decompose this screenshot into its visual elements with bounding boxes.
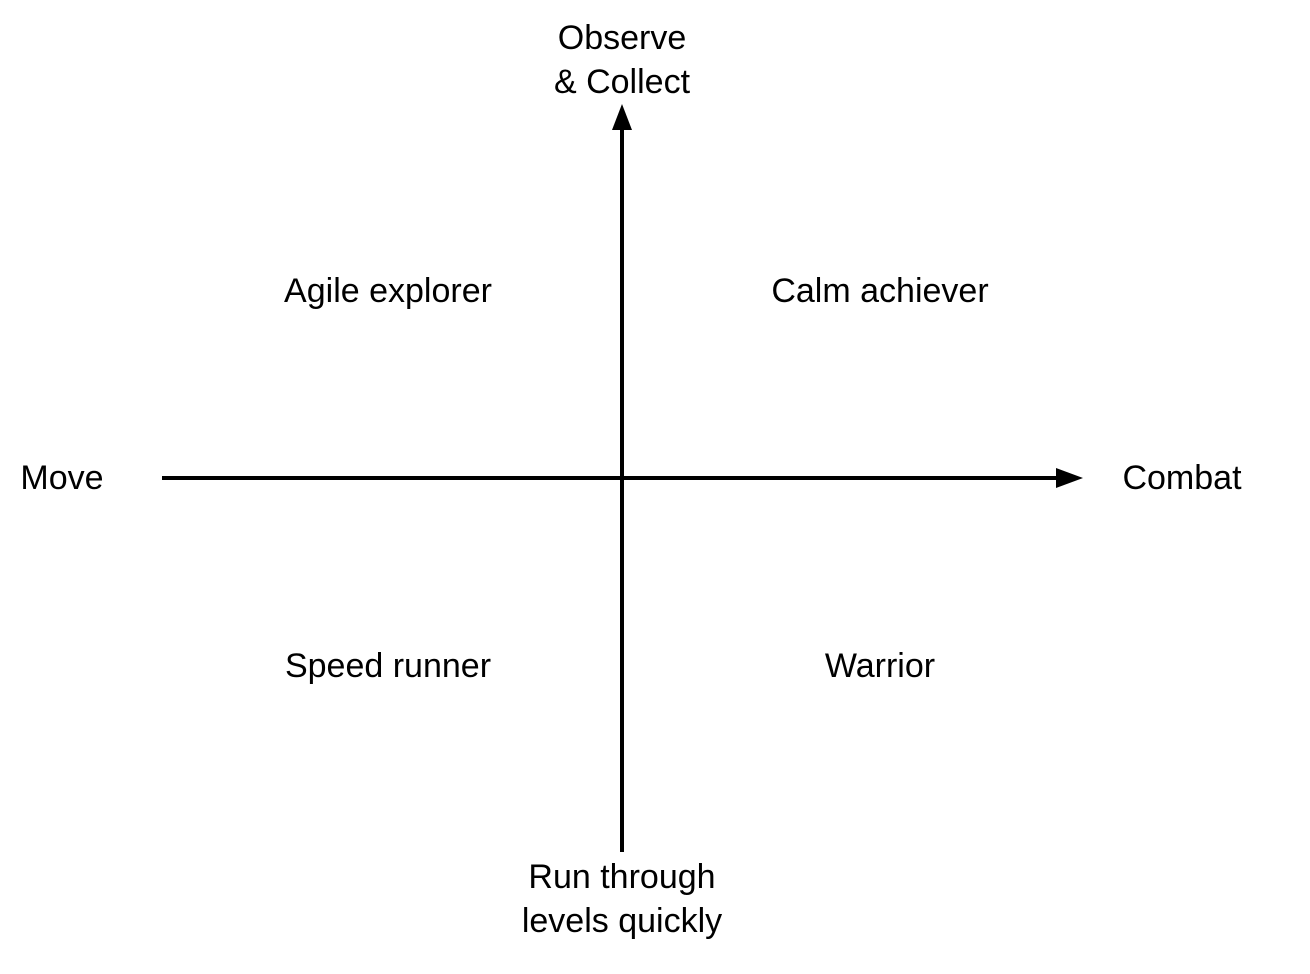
- axis-label-bottom-line1: Run through: [528, 858, 716, 896]
- axis-label-right: Combat: [1122, 459, 1242, 497]
- quadrant-label-top-left: Agile explorer: [284, 272, 492, 310]
- axis-label-bottom-line2: levels quickly: [521, 902, 723, 940]
- quadrant-label-bottom-right: Warrior: [824, 647, 936, 685]
- horizontal-axis-arrowhead: [1056, 468, 1083, 488]
- axis-label-left: Move: [20, 459, 104, 497]
- axis-label-top: Observe & Collect: [522, 16, 722, 104]
- vertical-axis-arrowhead: [612, 104, 632, 130]
- axis-label-top-line1: Observe: [557, 19, 687, 57]
- quadrant-label-top-right: Calm achiever: [771, 272, 989, 310]
- quadrant-label-bottom-left: Speed runner: [284, 647, 492, 685]
- axis-label-bottom: Run through levels quickly: [492, 855, 752, 943]
- axis-label-top-line2: & Collect: [553, 63, 691, 101]
